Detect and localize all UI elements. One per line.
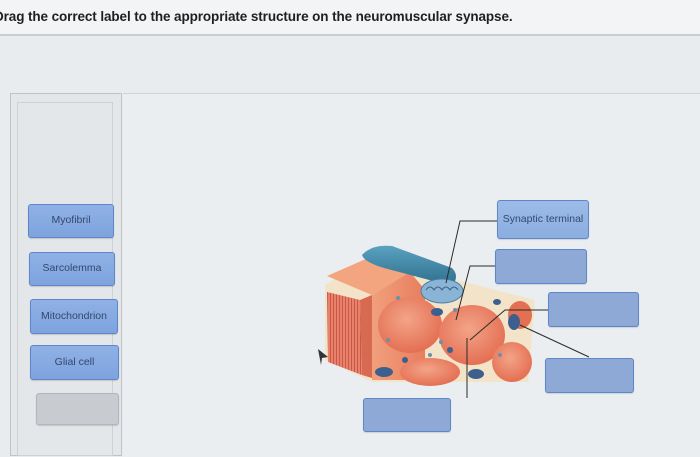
muscle-tissue-block	[325, 245, 535, 386]
muscle-cell-cross-section	[400, 358, 460, 386]
label-chip-slot-empty	[36, 393, 119, 425]
divider	[0, 34, 700, 36]
muscle-cell-cross-section	[492, 342, 532, 382]
label-chip-mitochondrion[interactable]: Mitochondrion	[30, 299, 118, 334]
instruction-bar: Drag the correct label to the appropriat…	[0, 0, 700, 36]
drop-target-5[interactable]	[363, 398, 451, 432]
instruction-text: Drag the correct label to the appropriat…	[0, 9, 513, 24]
drop-target-2[interactable]	[495, 249, 587, 284]
drop-target-synaptic-terminal[interactable]: Synaptic terminal	[497, 200, 589, 239]
drop-target-3[interactable]	[548, 292, 639, 327]
drop-target-4[interactable]	[545, 358, 634, 393]
label-chip-glial-cell[interactable]: Glial cell	[30, 345, 119, 380]
muscle-cell-cross-section	[439, 305, 505, 365]
axon	[362, 245, 456, 286]
cursor-icon	[318, 349, 328, 365]
label-chip-myofibril[interactable]: Myofibril	[28, 204, 114, 238]
myofibril-bundle	[327, 292, 362, 375]
muscle-cell-cross-section	[378, 297, 442, 353]
synaptic-terminal-structure	[420, 278, 464, 304]
label-chip-sarcolemma[interactable]: Sarcolemma	[29, 252, 115, 286]
